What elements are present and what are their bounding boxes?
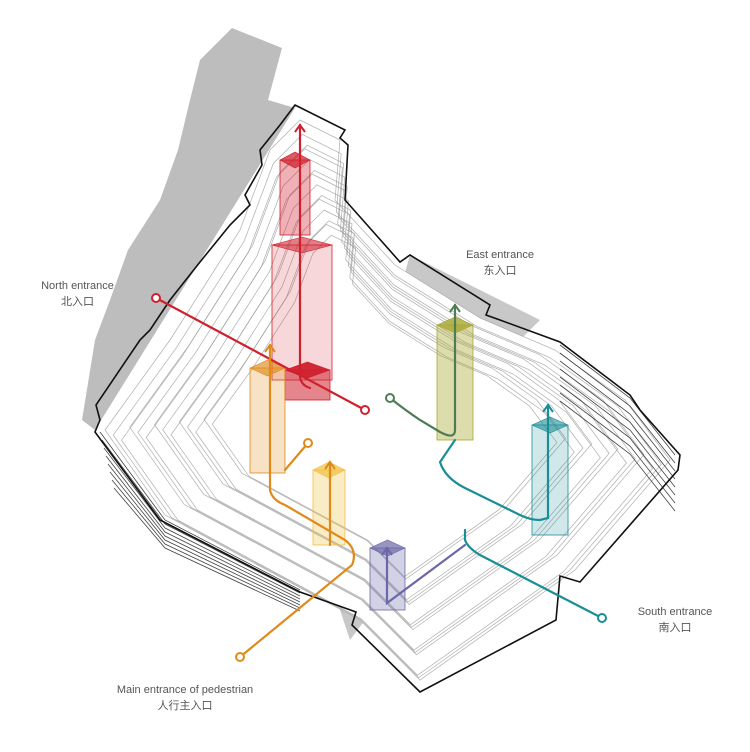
floor-plate [112,133,662,679]
floor-edge [109,471,301,606]
floor-edge [101,439,301,594]
main-core-left [249,367,286,474]
east-entrance-zh: 东入口 [483,265,517,277]
floor-plate [203,220,567,580]
north-core-lower [271,244,333,381]
north-start-icon [151,293,161,303]
floor-edge [105,455,301,600]
south-entrance-label: South entrance 南入口 [620,604,730,636]
north-core-upper [279,159,311,236]
floor-edge [103,447,301,597]
floor-plate [154,169,619,631]
south-core [531,424,569,536]
east-arrow-icon [449,303,461,313]
main-route [238,343,355,659]
building-outline [94,103,681,693]
north-route [154,296,367,412]
building-shadow [82,28,295,430]
floor-edge [99,431,301,591]
east-entrance-label: East entrance 东入口 [450,247,550,279]
floor-edge [559,392,676,504]
main-branch-icon [303,438,313,448]
south-start-icon [597,613,607,623]
south-arrow-icon [542,403,554,413]
main-arrow-2-icon [324,460,336,470]
floor-edge [113,487,301,612]
building-shadow-right [400,255,540,340]
north-core-lower-top [270,236,334,254]
floor-plate [137,159,636,653]
floor-plate [104,119,671,681]
floor-edge [559,384,676,496]
south-route [463,528,604,620]
north-entrance-en: North entrance [41,280,114,292]
floor-plate [162,184,610,628]
floor-edge [559,368,676,480]
floor-edge [559,376,676,488]
east-start-icon [385,393,395,403]
north-vertical-route [298,123,312,390]
floor-edge [107,463,301,603]
floor-edge [559,360,676,472]
north-entrance-label: North entrance 北入口 [30,278,125,310]
north-arrow-icon [294,123,306,133]
east-entrance-en: East entrance [466,249,534,261]
main-branch-route [283,441,310,472]
south-core-top [531,416,569,434]
floor-edge [111,479,301,609]
north-end-icon [360,405,370,415]
floor-plate [211,234,558,578]
south-entrance-en: South entrance [637,606,713,618]
main-entrance-zh: 人行主入口 [157,700,213,712]
floor-edge [559,400,676,512]
east-route [388,303,457,437]
floor-edge [559,352,676,464]
main-entrance-en: Main entrance of pedestrian [116,684,254,696]
north-core-upper-top [279,151,311,169]
circulation-routes [151,123,607,662]
floor-plate [178,195,593,605]
floor-edge [559,344,676,456]
south-vertical-route [438,403,550,522]
inner-route [385,543,467,606]
inner-arrow-icon [381,546,393,556]
floor-plate [129,144,645,656]
main-start-icon [235,652,245,662]
floor-plate [187,209,584,603]
north-entrance-zh: 北入口 [61,296,94,308]
main-entrance-label: Main entrance of pedestrian 人行主入口 [100,682,270,714]
main-arrow-icon [264,343,276,353]
south-entrance-zh: 南入口 [658,622,692,634]
